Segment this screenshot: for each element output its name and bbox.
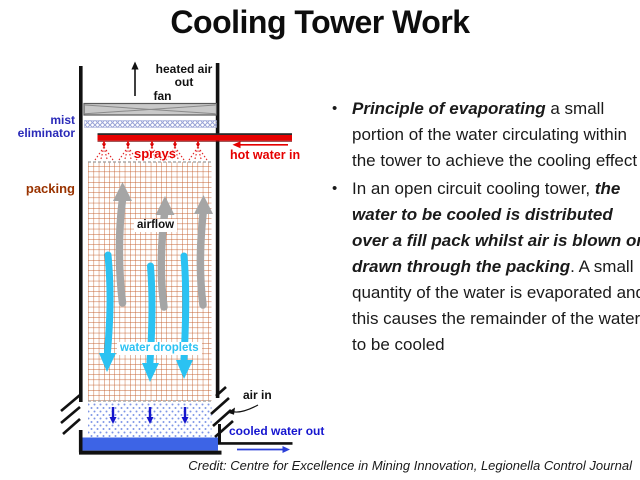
hot-water-pipe [97,133,292,142]
mist-eliminator-strip [84,120,217,128]
basin [78,424,293,455]
water-droplets-label: water droplets [117,342,202,355]
airflow-label: airflow [134,219,178,232]
bullet-1-text: Principle of evaporating a small portion… [352,99,637,170]
bullet-marker: • [332,100,338,117]
mist-eliminator-label: mist eliminator [0,114,75,140]
text-segment: Principle of evaporating [352,99,546,118]
text-segment: the water to be cooled is distributed ov… [352,179,640,276]
spray-nozzles [94,141,208,162]
fan-label: fan [153,89,172,103]
packing-label: packing [25,181,75,196]
air-in-label: air in [243,388,272,402]
heated-air-out-line1: heated air [155,62,213,76]
heated-air-out-label: heated air out [147,63,221,89]
hot-water-in-label: hot water in [230,148,301,162]
text-segment: . A small quantity of the water is evapo… [352,257,640,354]
fan-graphic [83,102,218,116]
outflow-arrow [237,446,290,453]
basin-inflow-arrows [109,407,189,424]
sprays-label: sprays [134,146,176,161]
tower-walls [79,63,220,402]
text-segment: In an open circuit cooling tower, [352,179,595,198]
mist-eliminator-line1: mist [50,113,75,127]
air-in-arrow [227,404,259,415]
bullet-list: • Principle of evaporating a small porti… [330,96,640,360]
hot-water-arrow [232,141,288,149]
bullet-2-text: In an open circuit cooling tower, the wa… [352,179,640,354]
bullet-item-2: • In an open circuit cooling tower, the … [330,176,640,358]
mist-eliminator-line2: eliminator [17,126,75,140]
credit-line: Credit: Centre for Excellence in Mining … [188,458,632,473]
heated-air-out-line2: out [174,75,194,89]
bullet-marker: • [332,180,338,197]
page-title: Cooling Tower Work [170,4,470,40]
heated-air-arrow [131,61,139,96]
bullet-item-1: • Principle of evaporating a small porti… [330,96,640,174]
cooled-water-out-label: cooled water out [229,424,325,438]
text-segment: a small portion of the water circulating… [352,99,638,170]
